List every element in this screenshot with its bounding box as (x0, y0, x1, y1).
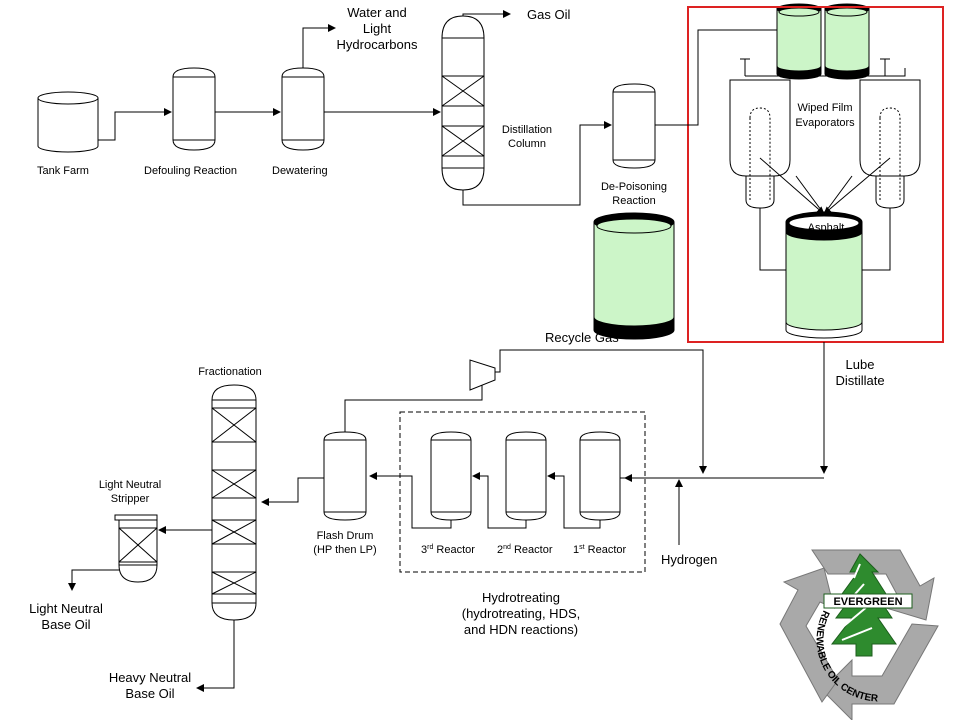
fractionation-column (211, 384, 257, 621)
wfe-label-line1: Wiped Film (797, 102, 852, 114)
wiped-film-evaporator-left (729, 79, 791, 209)
reactor-1 (579, 431, 621, 521)
flash-drum (323, 431, 367, 521)
distillation-column (441, 15, 485, 191)
heavy-base-oil-label-line2: Base Oil (125, 686, 174, 701)
depoisoning-small-vessel (612, 83, 656, 169)
stripper-label-line1: Light Neutral (99, 479, 161, 491)
flash-drum-label-line2: (HP then LP) (313, 544, 376, 556)
hydrotreating-label-line2: (hydrotreating, HDS, (462, 606, 581, 621)
hydrotreating-label-line3: and HDN reactions) (464, 622, 578, 637)
reactor-3 (430, 431, 472, 521)
depoisoning-tank (593, 212, 675, 340)
reactor-2-label: 2nd Reactor (497, 544, 553, 556)
logo-top-text: EVERGREEN (833, 596, 902, 608)
depoison-label-line2: Reaction (612, 195, 655, 207)
stripper-label-line2: Stripper (111, 493, 150, 505)
fractionation-label: Fractionation (198, 366, 262, 378)
diagram-labels: Tank Farm Defouling Reaction Dewatering … (29, 5, 884, 701)
heavy-base-oil-label-line1: Heavy Neutral (109, 670, 191, 685)
defouling-label: Defouling Reaction (144, 165, 237, 177)
water-label-line3: Hydrocarbons (337, 37, 418, 52)
reactor-2 (505, 431, 547, 521)
depoison-label-line1: De-Poisoning (601, 181, 667, 193)
wfe-feed-tank-right (824, 3, 870, 80)
defouling-reactor-vessel (172, 67, 216, 151)
water-label-line2: Light (363, 21, 392, 36)
evergreen-logo: EVERGREEN RENEWABLE OIL CENTER (779, 549, 939, 722)
reactor-1-label: 1st Reactor (573, 544, 626, 556)
gas-oil-label: Gas Oil (527, 7, 570, 22)
reactor-3-label: 3rd Reactor (421, 544, 475, 556)
recycle-gas-compressor (469, 359, 496, 391)
tank-farm-vessel (37, 91, 99, 153)
asphalt-label: Asphalt (808, 222, 845, 234)
dewatering-vessel (281, 67, 325, 151)
wfe-highlight-box (687, 6, 944, 343)
recycle-gas-label: Recycle Gas (545, 330, 619, 345)
wfe-feed-tank-left (776, 3, 822, 80)
lube-label-line2: Distillate (835, 373, 884, 388)
light-base-oil-label-line2: Base Oil (41, 617, 90, 632)
distillation-label-line2: Column (508, 138, 546, 150)
light-base-oil-label-line1: Light Neutral (29, 601, 103, 616)
tank-farm-label: Tank Farm (37, 165, 89, 177)
light-neutral-stripper (114, 514, 158, 583)
hydrogen-label: Hydrogen (661, 552, 717, 567)
wiped-film-evaporator-right (859, 79, 921, 209)
hydrotreating-box (399, 411, 646, 573)
asphalt-tank (785, 211, 863, 339)
flash-drum-label-line1: Flash Drum (317, 530, 374, 542)
distillation-label-line1: Distillation (502, 124, 552, 136)
lube-label-line1: Lube (846, 357, 875, 372)
hydrotreating-label-line1: Hydrotreating (482, 590, 560, 605)
dewatering-label: Dewatering (272, 165, 328, 177)
water-label-line1: Water and (347, 5, 407, 20)
wfe-label-line2: Evaporators (795, 117, 855, 129)
